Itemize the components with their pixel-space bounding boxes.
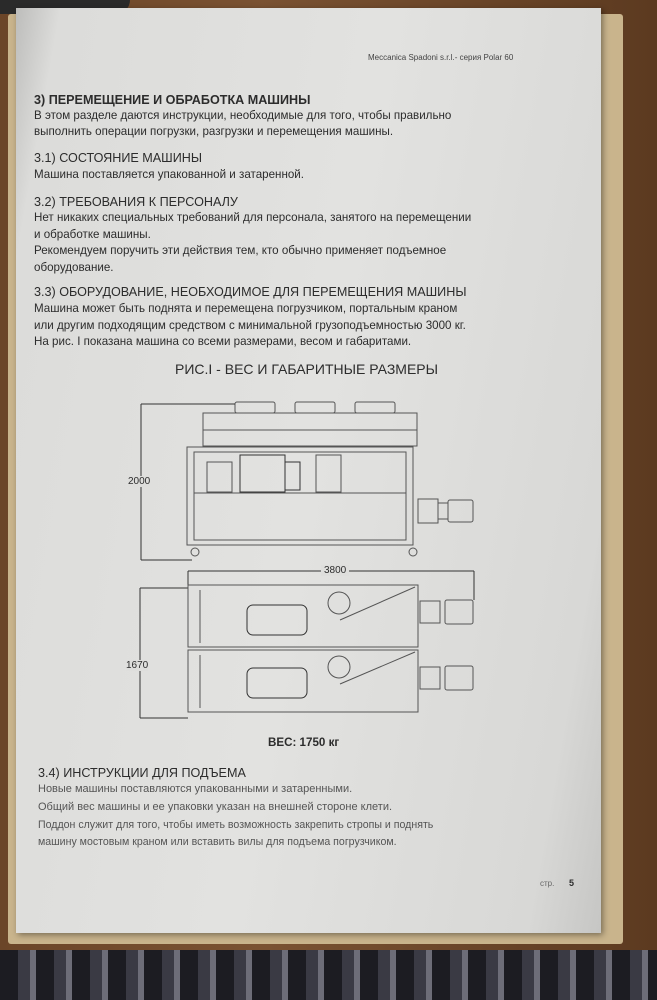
text-line: Нет никаких специальных требований для п… bbox=[34, 211, 472, 224]
section-3-4-title: 3.4) ИНСТРУКЦИИ ДЛЯ ПОДЪЕМА bbox=[38, 766, 246, 780]
text-line: Поддон служит для того, чтобы иметь возм… bbox=[38, 819, 434, 831]
fabric-strip bbox=[0, 950, 657, 1000]
text-line: оборудование. bbox=[34, 261, 114, 274]
figure-title: РИС.I - ВЕС И ГАБАРИТНЫЕ РАЗМЕРЫ bbox=[175, 361, 439, 377]
machine-weight: ВЕС: 1750 кг bbox=[268, 736, 340, 749]
page-label: стр. bbox=[540, 879, 555, 888]
section-3-3-title: 3.3) ОБОРУДОВАНИЕ, НЕОБХОДИМОЕ ДЛЯ ПЕРЕМ… bbox=[34, 285, 467, 299]
section-3-title: 3) ПЕРЕМЕЩЕНИЕ И ОБРАБОТКА МАШИНЫ bbox=[34, 93, 311, 107]
text-line: Общий вес машины и ее упаковки указан на… bbox=[38, 801, 393, 813]
text-line: Новые машины поставляются упакованными и… bbox=[38, 783, 353, 795]
dimension-lines bbox=[139, 403, 475, 719]
document-page bbox=[16, 8, 601, 933]
text-line: В этом разделе даются инструкции, необхо… bbox=[34, 109, 452, 122]
running-header: Meccanica Spadoni s.r.l.- серия Polar 60 bbox=[368, 53, 514, 62]
dimension-width: 1670 bbox=[126, 660, 149, 671]
page-number: 5 bbox=[569, 878, 575, 888]
text-line: Машина поставляется упакованной и затаре… bbox=[34, 168, 304, 181]
dimension-length: 3800 bbox=[321, 565, 350, 576]
text-line: и обработке машины. bbox=[34, 228, 151, 241]
text-line: или другим подходящим средством с минима… bbox=[34, 319, 466, 332]
text-line: машину мостовым краном или вставить вилы… bbox=[38, 836, 397, 848]
side-view bbox=[186, 401, 474, 557]
text-line: выполнить операции погрузки, разгрузки и… bbox=[34, 125, 394, 138]
text-line: Рекомендуем поручить эти действия тем, к… bbox=[34, 244, 447, 257]
section-3-1-title: 3.1) СОСТОЯНИЕ МАШИНЫ bbox=[34, 151, 203, 165]
top-view bbox=[187, 584, 474, 713]
section-3-2-title: 3.2) ТРЕБОВАНИЯ К ПЕРСОНАЛУ bbox=[34, 195, 238, 209]
text-line: Машина может быть поднята и перемещена п… bbox=[34, 302, 458, 315]
text-line: На рис. I показана машина со всеми разме… bbox=[34, 335, 412, 348]
dimension-height: 2000 bbox=[128, 476, 151, 487]
